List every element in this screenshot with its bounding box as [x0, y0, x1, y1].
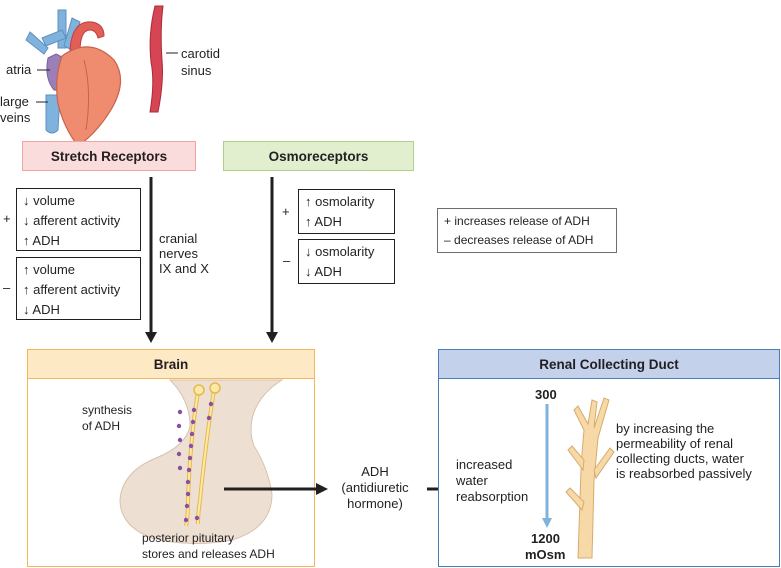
- osmo-plus-line-2: ↑ ADH: [305, 214, 342, 229]
- synthesis-line-1: synthesis: [82, 403, 133, 417]
- stretch-minus-line-3: ↓ ADH: [23, 302, 60, 317]
- stretch-plus-sign: +: [3, 211, 11, 226]
- heart-icon: [25, 9, 122, 147]
- osmoreceptors-header: Osmoreceptors: [223, 141, 414, 171]
- osm-bottom-value: 1200: [531, 531, 560, 546]
- stretch-receptors-header: Stretch Receptors: [22, 141, 196, 171]
- stretch-minus-line-1: ↑ volume: [23, 262, 76, 277]
- legend-minus-sign: –: [444, 233, 451, 247]
- synthesis-label: synthesis of ADH: [82, 402, 132, 434]
- adh-line-2: (antidiuretic: [341, 480, 409, 495]
- cranial-line-2: nerves: [159, 246, 199, 261]
- legend-minus-text: decreases release of ADH: [454, 233, 594, 247]
- large-veins-label-1: large: [0, 94, 29, 109]
- cranial-line-1: cranial: [159, 231, 198, 246]
- legend-plus-row: + increases release of ADH: [444, 212, 610, 231]
- atria-label: atria: [6, 62, 32, 77]
- legend-box: + increases release of ADH – decreases r…: [437, 208, 617, 253]
- legend-minus-row: – decreases release of ADH: [444, 231, 610, 250]
- pituitary-line-2: stores and releases ADH: [142, 547, 275, 561]
- osm-top-value: 300: [535, 387, 557, 402]
- synthesis-line-2: of ADH: [82, 419, 121, 433]
- large-veins-label-2: veins: [0, 110, 31, 125]
- increased-reabsorption-label: increased water reabsorption: [456, 457, 528, 505]
- explain-line-4: is reabsorbed passively: [616, 466, 752, 481]
- renal-header: Renal Collecting Duct: [438, 349, 780, 379]
- carotid-label-1: carotid: [181, 46, 221, 61]
- adh-label: ADH (antidiuretic hormone): [332, 464, 418, 512]
- legend-plus-sign: +: [444, 214, 452, 228]
- explain-line-2: permeability of renal: [616, 436, 734, 451]
- carotid-label-2: sinus: [181, 63, 212, 78]
- stretch-plus-line-1: ↓ volume: [23, 193, 76, 208]
- increased-line-1: increased: [456, 457, 513, 472]
- explain-line-3: collecting ducts, water: [616, 451, 744, 466]
- pituitary-line-1: posterior pituitary: [142, 531, 235, 545]
- stretch-minus-sign: –: [3, 280, 11, 295]
- adh-line-3: hormone): [347, 496, 403, 511]
- pituitary-icon: [119, 379, 284, 545]
- cranial-line-3: IX and X: [159, 261, 209, 276]
- osmo-minus-line-1: ↓ osmolarity: [305, 244, 375, 259]
- osmo-minus-box: ↓ osmolarity ↓ ADH: [298, 239, 395, 284]
- stretch-plus-box: ↓ volume ↓ afferent activity ↑ ADH: [16, 188, 141, 251]
- osmo-plus-box: ↑ osmolarity ↑ ADH: [298, 189, 395, 234]
- increased-line-3: reabsorption: [456, 489, 529, 504]
- collecting-duct-icon: [565, 397, 615, 559]
- stretch-minus-line-2: ↑ afferent activity: [23, 282, 121, 297]
- osm-unit: mOsm: [525, 547, 566, 562]
- stretch-minus-box: ↑ volume ↑ afferent activity ↓ ADH: [16, 257, 141, 320]
- carotid-sinus-icon: [149, 5, 164, 113]
- legend-plus-text: increases release of ADH: [454, 214, 590, 228]
- osmo-minus-line-2: ↓ ADH: [305, 264, 342, 279]
- pituitary-label: posterior pituitary stores and releases …: [142, 530, 275, 562]
- brain-header: Brain: [27, 349, 315, 379]
- cranial-nerves-label: cranial nerves IX and X: [159, 231, 209, 276]
- osmo-plus-line-1: ↑ osmolarity: [305, 194, 375, 209]
- stretch-plus-line-3: ↑ ADH: [23, 233, 60, 248]
- adh-line-1: ADH: [361, 464, 389, 479]
- explain-label: by increasing the permeability of renal …: [616, 421, 752, 481]
- osmo-plus-sign: +: [282, 204, 290, 219]
- explain-line-1: by increasing the: [616, 421, 715, 436]
- stretch-plus-line-2: ↓ afferent activity: [23, 213, 121, 228]
- osmo-minus-sign: –: [283, 253, 291, 268]
- increased-line-2: water: [456, 473, 488, 488]
